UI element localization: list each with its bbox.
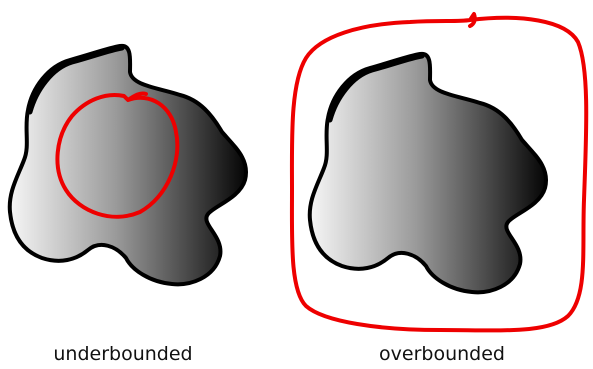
left-panel [10, 46, 246, 284]
underbounded-caption: underbounded [53, 343, 192, 365]
right-panel [310, 54, 546, 292]
overbounded-caption: overbounded [379, 343, 505, 365]
